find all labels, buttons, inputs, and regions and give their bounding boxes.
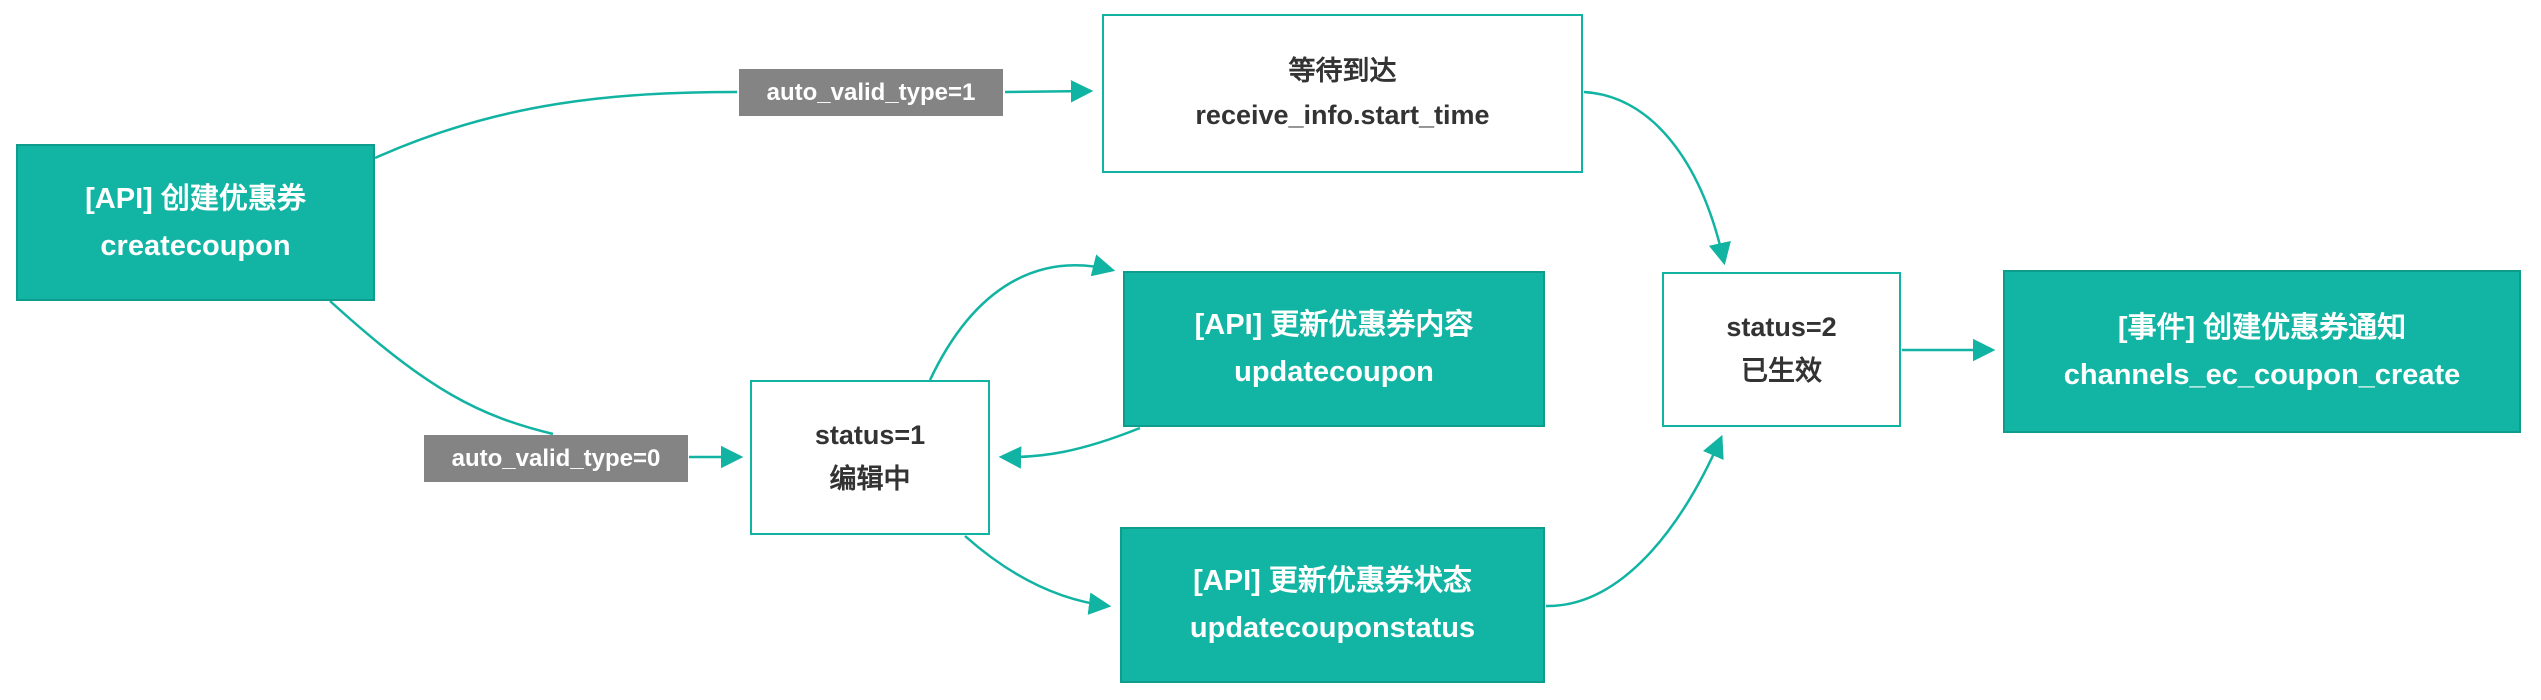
edge-label-auto-valid-type-0-text: auto_valid_type=0 bbox=[451, 444, 661, 472]
node-wait-title: 等待到达 bbox=[1288, 55, 1397, 86]
edge-wait-to-status2 bbox=[1583, 90, 1731, 266]
node-updatecoupon-title: [API] 更新优惠券内容 bbox=[1194, 309, 1474, 342]
edge-status1-to-updatecoupon bbox=[928, 254, 1116, 381]
node-status1: status=1 编辑中 bbox=[750, 380, 990, 535]
node-createcoupon-subtitle: createcoupon bbox=[100, 229, 291, 262]
node-status2-title: status=2 bbox=[1726, 311, 1837, 342]
edge-label1-to-wait bbox=[1004, 79, 1094, 103]
node-event-notify: [事件] 创建优惠券通知 channels_ec_coupon_create bbox=[2003, 270, 2521, 433]
node-event-notify-title: [事件] 创建优惠券通知 bbox=[2117, 311, 2407, 344]
node-updatecouponstatus-title: [API] 更新优惠券状态 bbox=[1193, 565, 1472, 598]
node-updatecoupon-subtitle: updatecoupon bbox=[1234, 356, 1434, 388]
node-event-notify-subtitle: channels_ec_coupon_create bbox=[2063, 358, 2461, 391]
edge-label-auto-valid-type-1: auto_valid_type=1 bbox=[739, 69, 1003, 116]
node-updatecouponstatus: [API] 更新优惠券状态 updatecouponstatus bbox=[1120, 527, 1545, 683]
node-status1-subtitle: 编辑中 bbox=[829, 463, 911, 494]
node-createcoupon-title: [API] 创建优惠券 bbox=[85, 182, 306, 215]
node-wait-start-time: 等待到达 receive_info.start_time bbox=[1102, 14, 1583, 173]
node-wait-subtitle: receive_info.start_time bbox=[1195, 99, 1490, 130]
node-createcoupon: [API] 创建优惠券 createcoupon bbox=[16, 144, 375, 301]
edge-updatecouponstatus-to-status2 bbox=[1545, 434, 1724, 608]
edge-label-auto-valid-type-1-text: auto_valid_type=1 bbox=[766, 78, 976, 106]
edge-label-auto-valid-type-0: auto_valid_type=0 bbox=[424, 435, 688, 482]
edge-status1-to-updatecouponstatus bbox=[964, 535, 1112, 615]
node-updatecoupon: [API] 更新优惠券内容 updatecoupon bbox=[1123, 271, 1545, 427]
edge-createcoupon-to-label0 bbox=[329, 300, 554, 436]
edge-createcoupon-to-label1 bbox=[374, 90, 738, 160]
node-status1-title: status=1 bbox=[814, 419, 926, 450]
node-status2: status=2 已生效 bbox=[1662, 272, 1901, 427]
edge-updatecoupon-to-status1 bbox=[998, 426, 1141, 469]
node-updatecouponstatus-subtitle: updatecouponstatus bbox=[1189, 612, 1476, 644]
node-status2-subtitle: 已生效 bbox=[1741, 355, 1822, 386]
